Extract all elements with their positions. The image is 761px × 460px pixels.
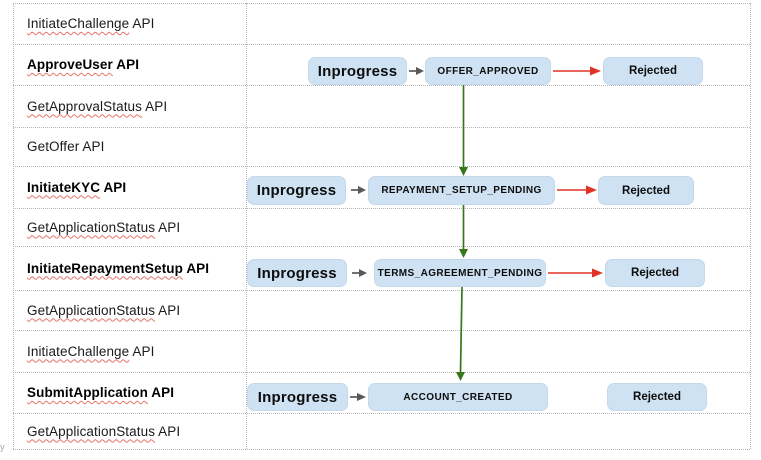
- green-arrow: [456, 85, 468, 381]
- grid-line: [13, 208, 750, 209]
- api-label: GetApprovalStatus API: [27, 98, 168, 114]
- api-label: InitiateChallenge API: [27, 16, 155, 31]
- api-label: GetApplicationStatus API: [27, 302, 181, 318]
- api-label: GetApplicationStatus API: [27, 423, 181, 439]
- flow1-state-box[interactable]: OFFER_APPROVED: [425, 57, 551, 85]
- flow2-rejected-box[interactable]: Rejected: [598, 176, 694, 205]
- cell-initiaterepaymentsetup-api[interactable]: InitiateRepaymentSetup API: [14, 246, 246, 290]
- grid-line: [13, 413, 750, 414]
- flow3-state-box[interactable]: TERMS_AGREEMENT_PENDING: [374, 259, 546, 287]
- api-label: GetOffer API: [27, 139, 105, 154]
- flow1-rejected-box[interactable]: Rejected: [603, 57, 703, 85]
- cell-initiatechallenge-api[interactable]: InitiateChallenge API: [14, 3, 246, 44]
- flow1-inprogress-box[interactable]: Inprogress: [308, 57, 407, 85]
- api-label: ApproveUser API: [27, 57, 140, 72]
- cell-getapplicationstatus-api[interactable]: GetApplicationStatus API: [14, 290, 246, 330]
- grid-line: [13, 85, 750, 86]
- grid-line: [13, 3, 750, 4]
- flow4-state-box[interactable]: ACCOUNT_CREATED: [368, 383, 548, 411]
- cell-initiatechallenge-api[interactable]: InitiateChallenge API: [14, 330, 246, 372]
- grid-line: [13, 330, 750, 331]
- grid-line: [13, 3, 14, 449]
- cell-getoffer-api[interactable]: GetOffer API: [14, 127, 246, 166]
- grid-line: [246, 3, 247, 449]
- flow3-rejected-box[interactable]: Rejected: [605, 259, 705, 287]
- grid-line: [13, 127, 750, 128]
- api-label: InitiateRepaymentSetup API: [27, 260, 210, 276]
- cell-submitapplication-api[interactable]: SubmitApplication API: [14, 372, 246, 413]
- flow3-inprogress-box[interactable]: Inprogress: [247, 259, 347, 287]
- cell-getapplicationstatus-api[interactable]: GetApplicationStatus API: [14, 208, 246, 246]
- grid-line: [750, 3, 751, 449]
- grid-line: [13, 246, 750, 247]
- api-label: GetApplicationStatus API: [27, 219, 181, 235]
- cell-approveuser-api[interactable]: ApproveUser API: [14, 44, 246, 85]
- clipped-text-fragment: y: [0, 442, 5, 452]
- flow4-inprogress-box[interactable]: Inprogress: [247, 383, 348, 411]
- flow2-state-box[interactable]: REPAYMENT_SETUP_PENDING: [368, 176, 555, 205]
- grid-line: [13, 166, 750, 167]
- flow4-rejected-box[interactable]: Rejected: [607, 383, 707, 411]
- gray-arrow: [350, 67, 424, 401]
- cell-getapplicationstatus-api[interactable]: GetApplicationStatus API: [14, 413, 246, 449]
- grid-line: [13, 449, 750, 450]
- api-label: InitiateKYC API: [27, 179, 127, 195]
- cell-getapprovalstatus-api[interactable]: GetApprovalStatus API: [14, 85, 246, 127]
- flow2-inprogress-box[interactable]: Inprogress: [247, 176, 346, 205]
- cell-initiatekyc-api[interactable]: InitiateKYC API: [14, 166, 246, 208]
- grid-line: [13, 372, 750, 373]
- api-label: InitiateChallenge API: [27, 343, 155, 359]
- grid-line: [13, 290, 750, 291]
- grid-line: [13, 44, 750, 45]
- api-label: SubmitApplication API: [27, 385, 175, 400]
